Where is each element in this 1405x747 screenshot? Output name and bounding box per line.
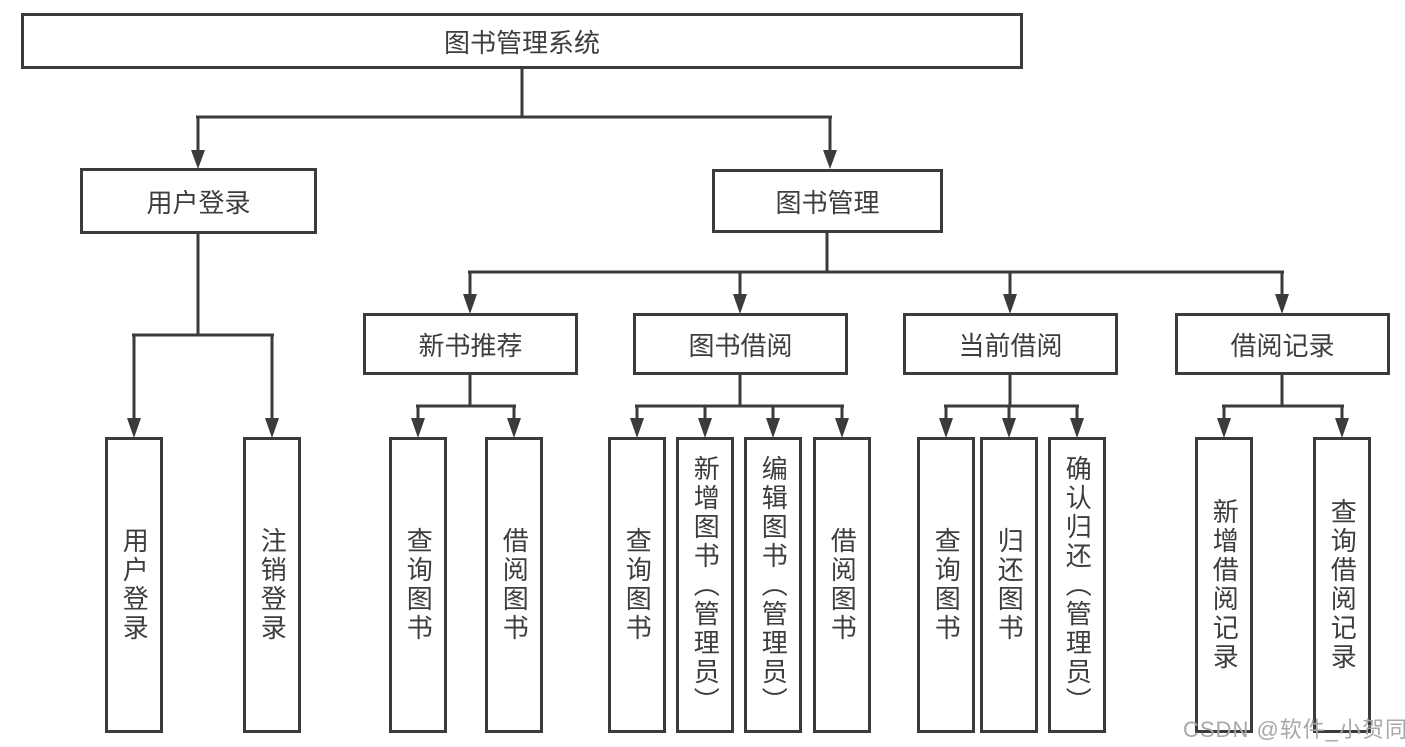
connector-borrowing-records-branch	[1217, 375, 1349, 438]
node-new-book-recommendation: 新书推荐	[363, 313, 578, 375]
node-label: 注销登录	[257, 527, 288, 643]
node-label: 查询图书	[622, 527, 653, 643]
arrowhead-icon	[1003, 294, 1017, 314]
arrowhead-icon	[127, 418, 141, 438]
node-leaf-query-books-2: 查询图书	[608, 437, 666, 733]
node-label: 图书管理	[775, 187, 880, 218]
node-label: 确认归还（管理员）	[1062, 454, 1093, 716]
node-user-login: 用户登录	[80, 168, 317, 234]
node-leaf-query-borrow-record: 查询借阅记录	[1313, 437, 1371, 733]
connector-root-to-level2	[191, 68, 837, 169]
connector-user-login-branch	[127, 233, 279, 438]
node-label: 新增借阅记录	[1209, 498, 1240, 672]
node-label: 用户登录	[119, 527, 150, 643]
node-label: 当前借阅	[958, 330, 1063, 361]
connector-current-borrowing-branch	[939, 375, 1084, 438]
node-leaf-query-books-1: 查询图书	[389, 437, 447, 733]
connector-book-borrowing-branch	[630, 374, 849, 438]
node-label: 查询借阅记录	[1327, 498, 1358, 672]
connector-new-book-recommendation-branch	[411, 375, 521, 438]
node-leaf-logout: 注销登录	[243, 437, 301, 733]
arrowhead-icon	[507, 418, 521, 438]
arrowhead-icon	[1002, 418, 1016, 438]
arrowhead-icon	[463, 294, 477, 314]
connector-book-management-branch	[463, 232, 1289, 314]
arrowhead-icon	[1335, 418, 1349, 438]
node-label: 新增图书（管理员）	[690, 454, 721, 716]
node-leaf-borrow-books-2: 借阅图书	[813, 437, 871, 733]
node-leaf-edit-books-admin: 编辑图书（管理员）	[744, 437, 802, 733]
arrowhead-icon	[191, 150, 205, 169]
node-leaf-confirm-return-admin: 确认归还（管理员）	[1048, 437, 1106, 733]
node-label: 归还图书	[994, 527, 1025, 643]
arrowhead-icon	[835, 418, 849, 438]
node-current-borrowing: 当前借阅	[903, 313, 1118, 375]
node-leaf-user-login: 用户登录	[105, 437, 163, 733]
node-label: 借阅记录	[1230, 330, 1335, 361]
node-label: 用户登录	[146, 187, 251, 218]
arrowhead-icon	[411, 418, 425, 438]
node-label: 图书管理系统	[443, 27, 600, 58]
node-label: 查询图书	[931, 527, 962, 643]
node-leaf-return-books: 归还图书	[980, 437, 1038, 733]
arrowhead-icon	[698, 418, 712, 438]
arrowhead-icon	[766, 418, 780, 438]
node-label: 借阅图书	[499, 527, 530, 643]
node-label: 查询图书	[403, 527, 434, 643]
node-book-management: 图书管理	[712, 169, 943, 233]
node-label: 借阅图书	[827, 527, 858, 643]
node-label: 编辑图书（管理员）	[758, 454, 789, 716]
node-label: 图书借阅	[688, 330, 793, 361]
arrowhead-icon	[939, 418, 953, 438]
arrowhead-icon	[1275, 294, 1289, 314]
arrowhead-icon	[630, 418, 644, 438]
arrowhead-icon	[1070, 418, 1084, 438]
arrowhead-icon	[823, 150, 837, 169]
arrowhead-icon	[265, 418, 279, 438]
node-library-management-system: 图书管理系统	[21, 13, 1023, 69]
node-leaf-add-borrow-record: 新增借阅记录	[1195, 437, 1253, 733]
watermark: CSDN @软件_小贺同学	[1183, 717, 1405, 742]
arrowhead-icon	[733, 294, 747, 314]
node-leaf-add-books-admin: 新增图书（管理员）	[676, 437, 734, 733]
node-book-borrowing: 图书借阅	[633, 313, 848, 375]
node-leaf-borrow-books-1: 借阅图书	[485, 437, 543, 733]
node-leaf-query-books-3: 查询图书	[917, 437, 975, 733]
node-label: 新书推荐	[418, 330, 523, 361]
arrowhead-icon	[1217, 418, 1231, 438]
node-borrowing-records: 借阅记录	[1175, 313, 1390, 375]
